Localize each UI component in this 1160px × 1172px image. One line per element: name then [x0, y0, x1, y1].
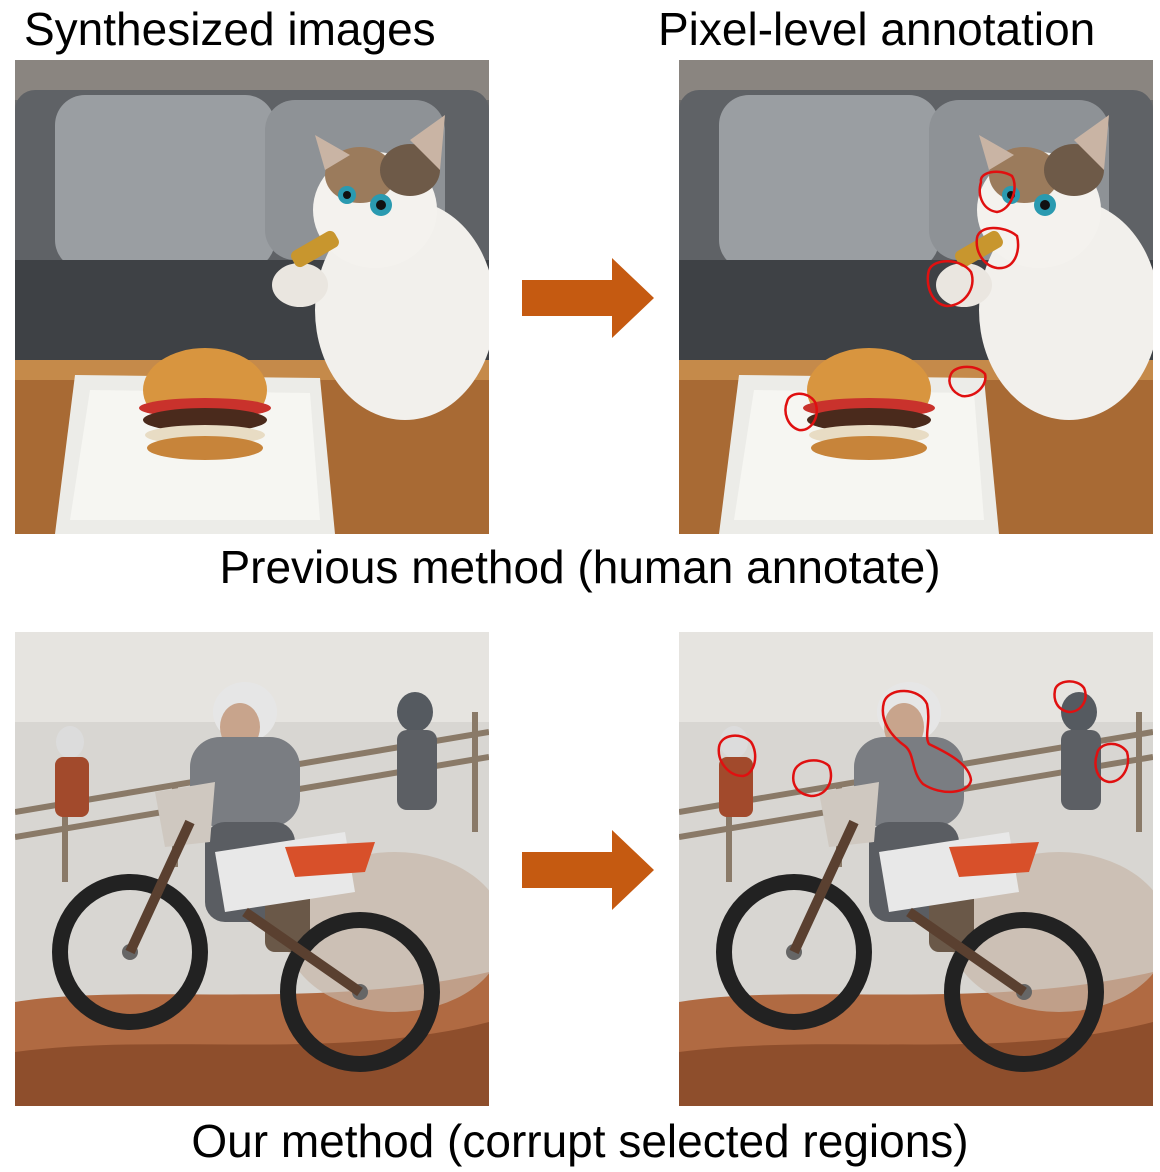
annotated-image-motocross [679, 632, 1153, 1106]
motocross-scene [15, 632, 489, 1106]
rider-jacket [190, 737, 300, 827]
annotation-outlines [784, 170, 1020, 432]
cat-scene-annotated [679, 60, 1153, 534]
arrow-right-icon [522, 258, 654, 338]
synthesized-image-motocross [15, 632, 489, 1106]
front-wheel [52, 874, 208, 1030]
annotation-region-rider-face [881, 689, 973, 793]
sofa-cushion [55, 95, 275, 270]
arrow-right-icon [522, 830, 654, 910]
annotation-region-table [948, 365, 987, 398]
synthesized-image-cat [15, 60, 489, 534]
annotation-region-spectator-head [1053, 680, 1087, 714]
annotated-image-cat [679, 60, 1153, 534]
previous-method-caption: Previous method (human annotate) [219, 541, 941, 593]
our-method-caption: Our method (corrupt selected regions) [191, 1115, 969, 1167]
annotation-region-eye [978, 170, 1016, 214]
annotation-region-spectator [717, 734, 757, 778]
cat-scene [15, 60, 489, 534]
annotation-region-background-rider [1094, 742, 1130, 784]
annotation-region-food [975, 226, 1020, 270]
pixel-level-annotation-label: Pixel-level annotation [658, 3, 1096, 55]
annotation-region-hand [792, 759, 833, 798]
motocross-scene-annotated [679, 632, 1153, 1106]
annotation-region-paw [926, 260, 974, 308]
annotation-region-burger [784, 392, 818, 432]
rear-wheel [280, 912, 440, 1072]
synthesized-images-label: Synthesized images [24, 3, 436, 55]
annotation-outlines [717, 680, 1130, 798]
